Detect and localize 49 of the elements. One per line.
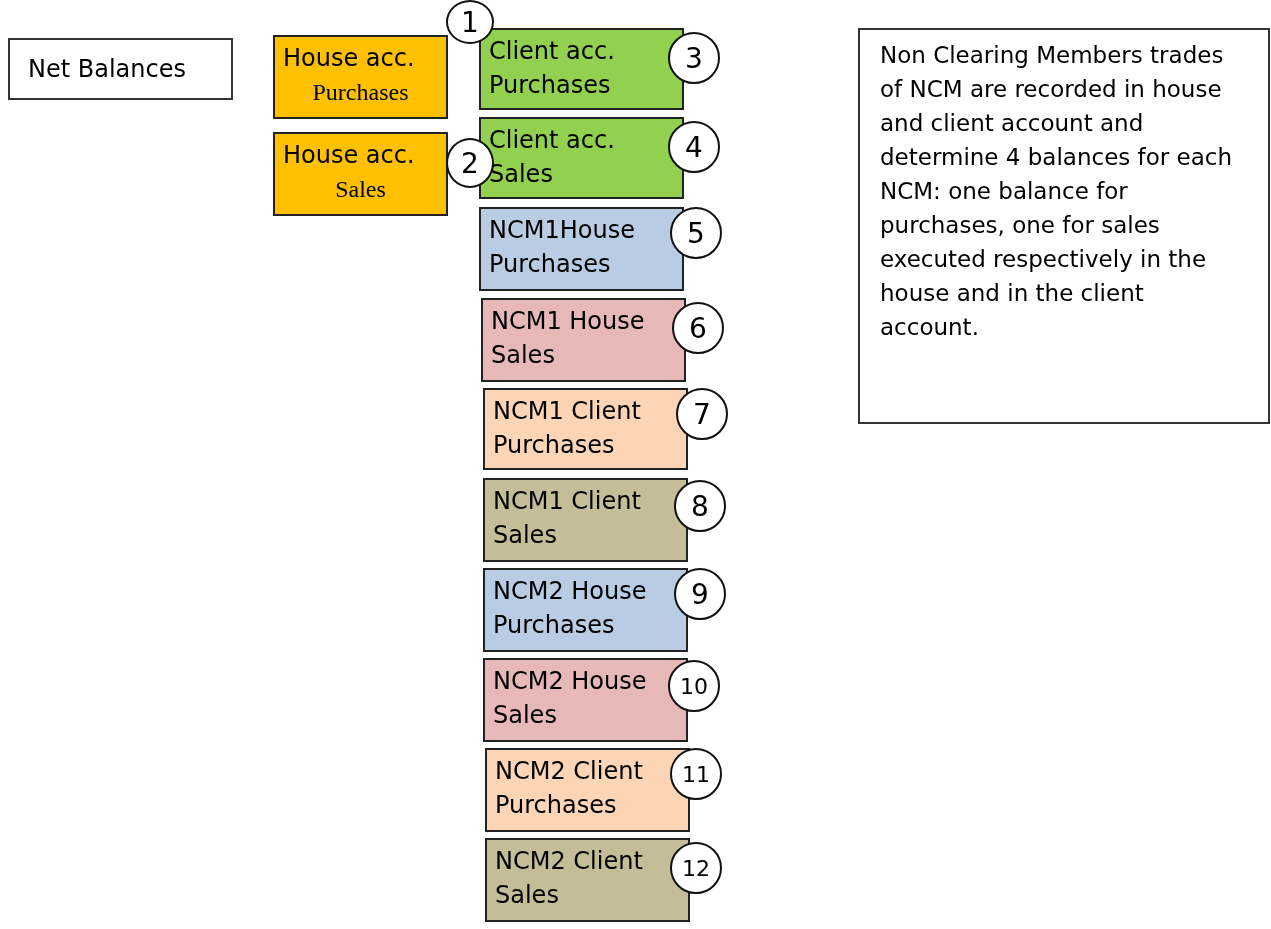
callout-number: 6 [689, 311, 707, 345]
number-circle [668, 660, 720, 712]
box-label: NCM2 Client Sales [495, 846, 644, 911]
number-circle [670, 748, 722, 800]
box-label: House acc. [283, 43, 416, 74]
callout-number: 8 [691, 489, 709, 523]
box-label: NCM1 House Sales [491, 306, 646, 371]
account-box [481, 298, 686, 382]
box-label: Net Balances [28, 55, 186, 83]
callout-number: 7 [693, 397, 711, 431]
callout-number: 12 [682, 855, 710, 881]
box-label: Sales [334, 175, 387, 204]
callout-number: 5 [687, 216, 705, 250]
account-box [273, 35, 448, 119]
box-label: House acc. [283, 140, 416, 171]
box-label: NCM2 House Purchases [493, 576, 648, 641]
box-label: Purchases [311, 78, 410, 107]
account-box [483, 478, 688, 562]
number-circle [672, 302, 724, 354]
box-label: Client acc. Sales [489, 125, 616, 190]
box-label: Client acc. Purchases [489, 36, 616, 101]
callout-number: 10 [680, 673, 708, 699]
number-circle [670, 207, 722, 259]
account-box [483, 388, 688, 470]
account-box [273, 132, 448, 216]
number-circle [674, 480, 726, 532]
account-box [479, 117, 684, 199]
account-box [479, 28, 684, 110]
box-label: NCM1 Client Purchases [493, 396, 642, 461]
callout-number: 1 [461, 5, 479, 39]
callout-number: 9 [691, 577, 709, 611]
note-text: Non Clearing Members trades of NCM are recorded in house and client account and determine 4 balances for each NCM: one balance for purchases, one for sales executed respectively in the house and in the client account. [880, 41, 1233, 342]
number-circle [668, 32, 720, 84]
number-circle [668, 121, 720, 173]
account-box [483, 568, 688, 652]
number-circle [670, 842, 722, 894]
number-circle [676, 388, 728, 440]
label-box [8, 38, 233, 100]
box-label: NCM2 House Sales [493, 666, 648, 731]
number-circle [674, 568, 726, 620]
box-label: NCM1 Client Sales [493, 486, 642, 551]
account-box [479, 207, 684, 291]
callout-number: 11 [682, 761, 710, 787]
callout-number: 2 [461, 146, 479, 180]
callout-number: 3 [685, 41, 703, 75]
note-box [858, 28, 1270, 424]
callout-number: 4 [685, 130, 703, 164]
box-label: NCM1House Purchases [489, 215, 636, 280]
box-label: NCM2 Client Purchases [495, 756, 644, 821]
